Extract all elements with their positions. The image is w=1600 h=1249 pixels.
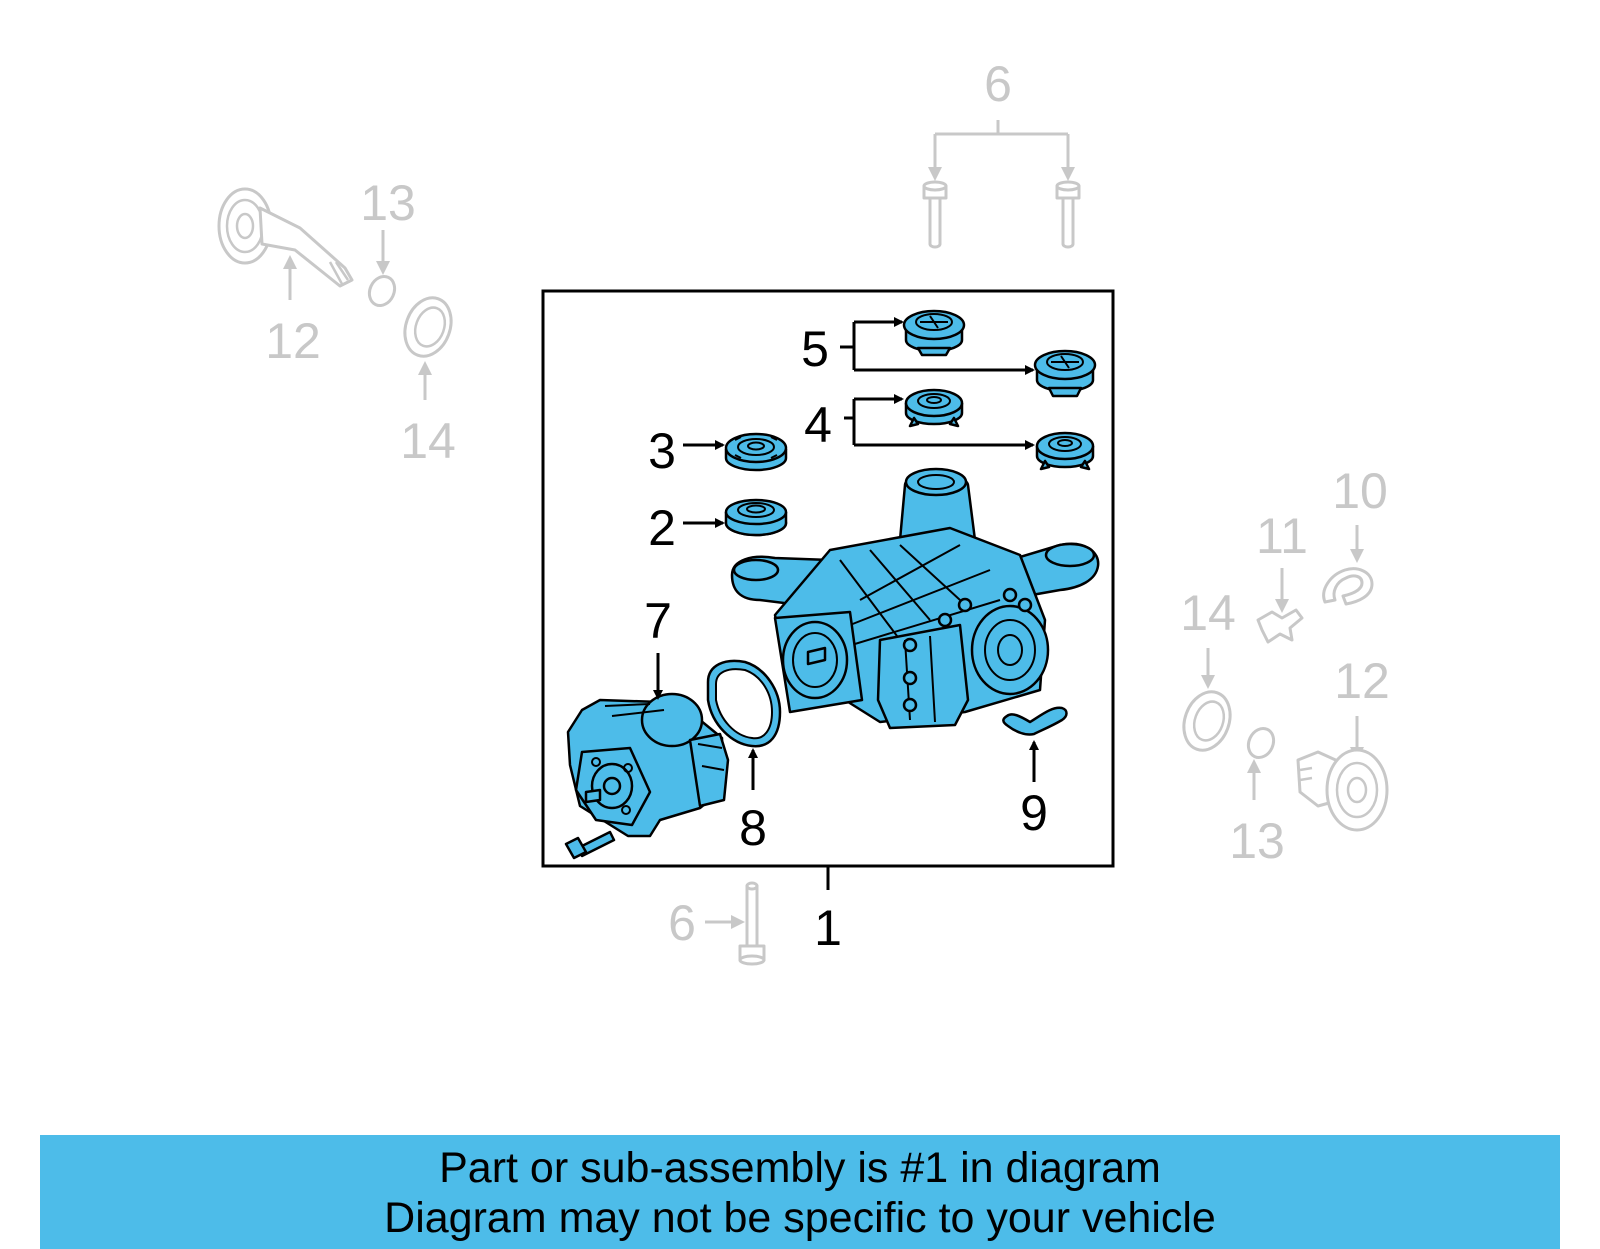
callout-2: 2 [648,500,676,556]
coupling-7-part [564,692,730,860]
cap-3-part [724,432,788,472]
callout-6-bottom: 6 [668,895,696,951]
footer-banner: Part or sub-assembly is #1 in diagram Di… [40,1135,1560,1249]
callout-14-right: 14 [1180,585,1236,641]
differential-housing-part [730,467,1100,730]
snap-ring-13-right-part [1246,726,1276,760]
axle-shaft-12-left-part [217,187,354,288]
callout-4: 4 [804,397,832,453]
clip-10-part [1322,567,1374,606]
bolt-6-bottom-part [738,881,766,966]
callout-8: 8 [739,800,767,856]
callout-7: 7 [644,593,672,649]
leader-6-top [933,120,1070,178]
snap-ring-13-left-part [367,274,397,308]
callout-1: 1 [814,900,842,956]
callout-13-right: 13 [1229,813,1285,869]
axle-shaft-12-right-part [1296,748,1389,832]
gasket-8-part [706,659,782,748]
seal-plug-2-part [724,498,788,537]
seal-14-right-part [1182,690,1232,752]
clip-11-part [1256,608,1304,644]
footer-line-1: Part or sub-assembly is #1 in diagram [439,1144,1161,1192]
callout-11: 11 [1256,508,1308,564]
callout-9: 9 [1020,785,1048,841]
callout-12-right: 12 [1334,653,1390,709]
hose-9-part [1002,706,1068,736]
leader-5 [840,322,856,370]
callout-12-left: 12 [265,313,321,369]
callout-6-top: 6 [984,56,1012,112]
callout-3: 3 [648,423,676,479]
mount-5-part-lower [1033,349,1097,398]
bolt-6-top-right-part [1055,180,1081,249]
mount-4-part-upper [904,388,964,428]
callout-14-left: 14 [400,413,456,469]
seal-14-left-part [403,296,453,358]
footer-line-2: Diagram may not be specific to your vehi… [384,1194,1216,1242]
leader-4 [844,399,856,445]
callout-13-left: 13 [360,175,416,231]
bolt-6-top-left-part [922,180,948,249]
mount-5-part-upper [902,309,966,357]
callout-5: 5 [801,321,829,377]
callout-10: 10 [1332,463,1388,519]
mount-4-part-lower [1035,431,1095,471]
